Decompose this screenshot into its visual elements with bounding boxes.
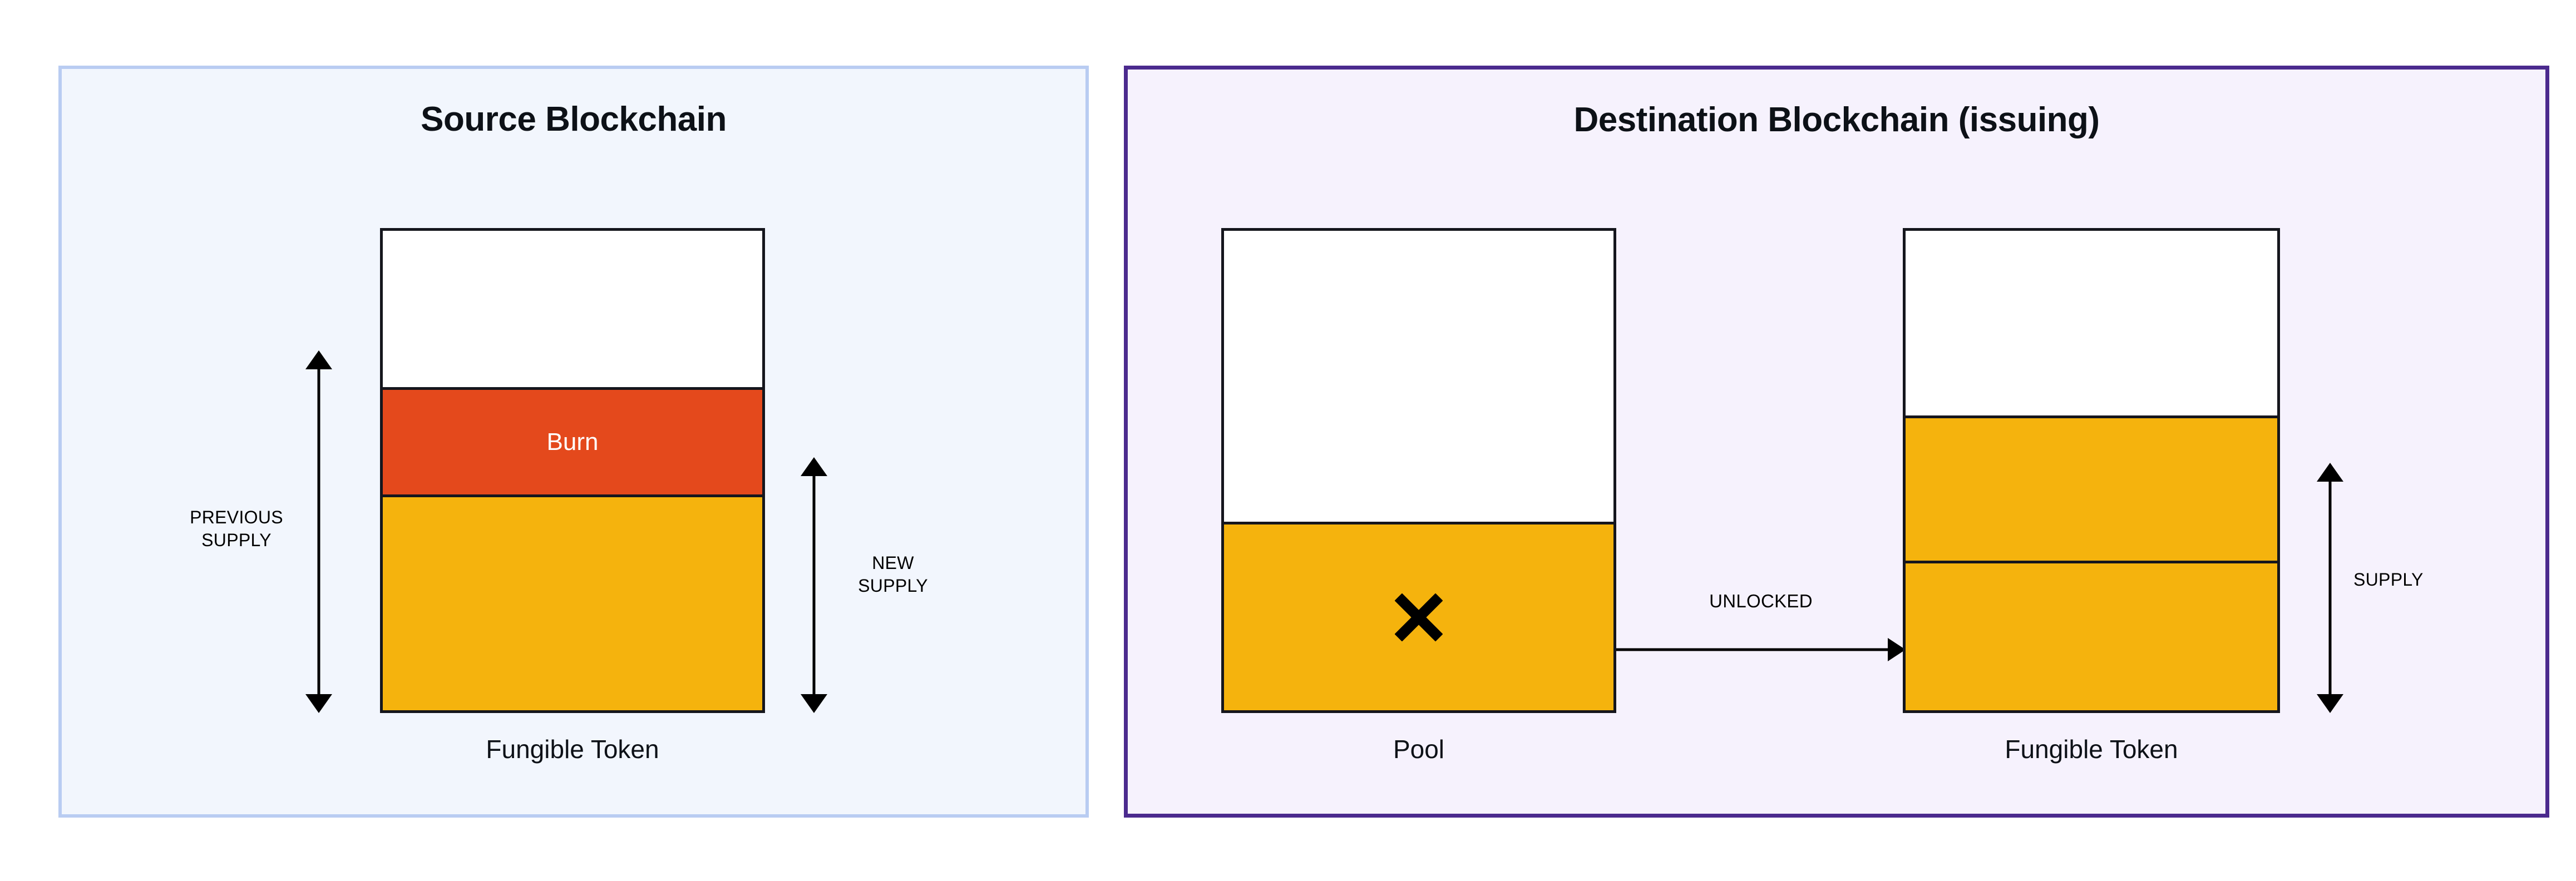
dest-segment-existing-supply [1906,415,2277,561]
dest-segment-headroom [1906,231,2277,416]
unlocked-flow-arrow [1616,638,1906,661]
new-supply-label: NEW SUPPLY [858,553,928,596]
destination-token-stack [1903,228,2280,713]
source-segment-remaining-supply [383,497,762,710]
pool-stack [1221,228,1616,713]
supply-arrow [2315,463,2346,713]
source-token-caption: Fungible Token [486,735,659,764]
arrow-head-right-icon [1888,638,1906,661]
supply-label: SUPPLY [2353,570,2424,590]
unlocked-flow-label: UNLOCKED [1709,591,1813,611]
dest-segment-unlocked-supply [1906,560,2277,710]
arrow-shaft [2328,475,2332,701]
arrow-head-down-icon [801,694,827,713]
destination-panel-title: Destination Blockchain (issuing) [1573,101,2100,139]
destination-token-caption: Fungible Token [2005,735,2178,764]
arrow-shaft [317,363,320,701]
new-supply-arrow [798,457,830,713]
pool-caption: Pool [1393,735,1445,764]
arrow-shaft [812,469,816,701]
previous-supply-label: PREVIOUS SUPPLY [190,507,283,550]
x-mark-icon [1391,590,1447,645]
source-panel-title: Source Blockchain [421,100,727,138]
burn-label: Burn [546,428,599,456]
pool-segment-locked [1224,521,1613,710]
arrow-head-down-icon [305,694,332,713]
pool-segment-headroom [1224,231,1613,522]
source-token-stack: Burn [380,228,765,713]
arrow-shaft [1616,648,1890,651]
source-segment-headroom [383,231,762,388]
previous-supply-arrow [303,350,334,713]
source-segment-burn: Burn [383,387,762,497]
arrow-head-down-icon [2317,694,2343,713]
